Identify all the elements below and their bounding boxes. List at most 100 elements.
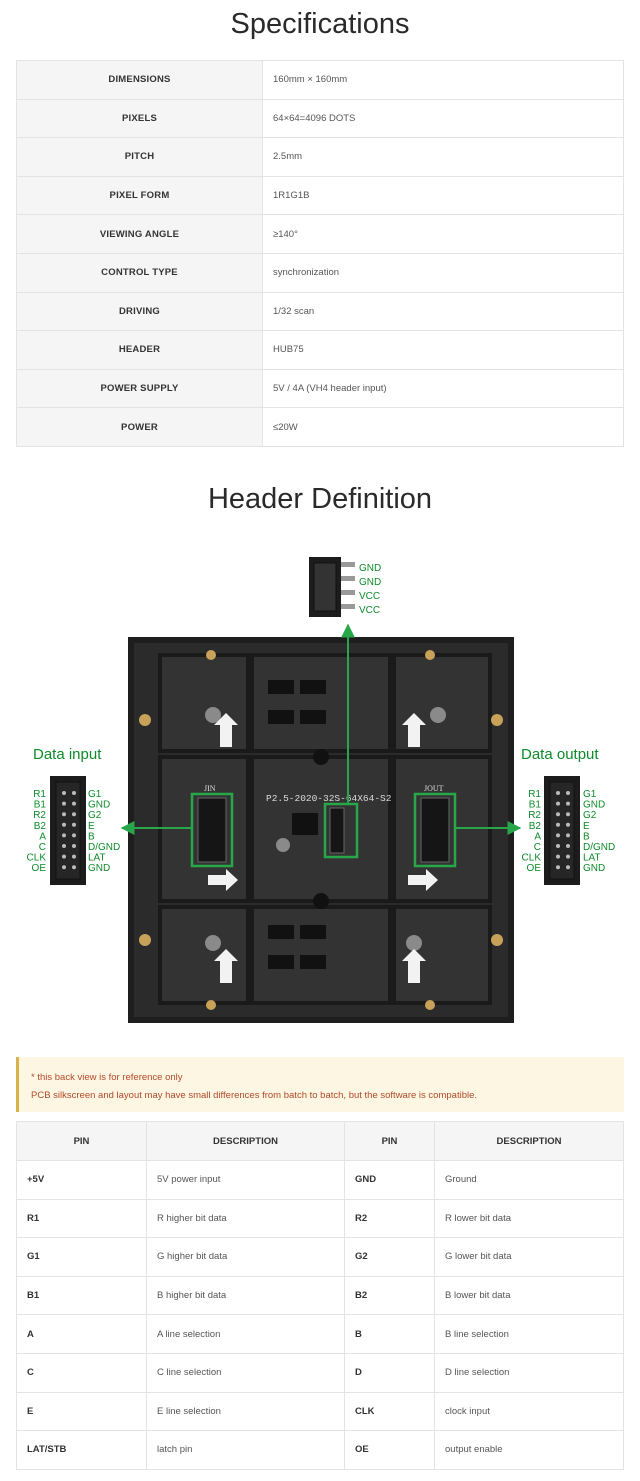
pin-description: R lower bit data xyxy=(434,1198,624,1239)
hub75-pin-label: OE xyxy=(527,863,542,874)
hub75-pin-label: B2 xyxy=(529,821,542,832)
connector-pin xyxy=(566,833,570,838)
power-pin-label: GND xyxy=(359,563,381,574)
pin-description: clock input xyxy=(434,1391,624,1432)
connector-pin xyxy=(556,812,560,817)
connector-pin xyxy=(556,833,560,838)
connector-pin xyxy=(556,854,560,859)
spec-key: POWER xyxy=(16,407,263,447)
description-header: DESCRIPTION xyxy=(434,1121,624,1161)
hub75-pin-label: CLK xyxy=(522,853,542,864)
jin-label: JIN xyxy=(204,784,216,793)
spec-row: POWER≤20W xyxy=(16,407,624,447)
connector-pin xyxy=(556,801,560,806)
pin-description: G lower bit data xyxy=(434,1237,624,1277)
pin-name: +5V xyxy=(16,1160,147,1200)
pin-name: GND xyxy=(344,1160,435,1200)
spec-key: POWER SUPPLY xyxy=(16,368,263,409)
connector-pin xyxy=(556,844,560,848)
power-connector: GND GND VCC VCC xyxy=(309,557,381,617)
connector-pin xyxy=(566,844,570,848)
hub75-pin-label: B1 xyxy=(529,800,542,811)
pin-description: Ground xyxy=(434,1160,624,1200)
led-panel-back-diagram: GND GND VCC VCC xyxy=(27,557,615,1023)
pcb-board: P2.5-2020-32S-64X64-S2 JIN JOUT xyxy=(128,637,514,1023)
spec-key: PITCH xyxy=(16,137,263,177)
hub75-pin-label: OE xyxy=(32,863,47,874)
pin-header: PIN xyxy=(344,1121,435,1161)
hub75-pin-label: G1 xyxy=(88,789,102,800)
hub75-pin-label: G2 xyxy=(88,810,102,821)
connector-pin xyxy=(566,822,570,827)
spec-value: 1R1G1B xyxy=(262,175,624,216)
power-pin-label: VCC xyxy=(359,605,380,616)
spec-value: 64×64=4096 DOTS xyxy=(262,98,624,139)
pin-name: G2 xyxy=(344,1237,435,1277)
hub75-pin-label: R1 xyxy=(33,789,46,800)
pin-name: B2 xyxy=(344,1275,435,1316)
hub75-pin-label: GND xyxy=(88,800,110,811)
spec-value: 160mm × 160mm xyxy=(262,60,624,100)
pin-description: B higher bit data xyxy=(146,1275,345,1316)
power-pin-label: GND xyxy=(359,577,381,588)
spec-key: VIEWING ANGLE xyxy=(16,214,263,254)
connector-pin xyxy=(62,833,66,838)
jout-label: JOUT xyxy=(424,784,444,793)
connector-pin xyxy=(566,865,570,870)
connector-pin xyxy=(566,812,570,817)
hub75-pin-label: B xyxy=(88,831,95,842)
pin-description: E line selection xyxy=(146,1391,345,1432)
reference-note: * this back view is for reference only P… xyxy=(16,1057,624,1112)
pin-name: G1 xyxy=(16,1237,147,1277)
connector-pin xyxy=(62,844,66,848)
pin-name: C xyxy=(16,1352,147,1393)
pin-name: B1 xyxy=(16,1275,147,1316)
pin-name: E xyxy=(16,1391,147,1432)
connector-pin xyxy=(62,865,66,870)
board-model-label: P2.5-2020-32S-64X64-S2 xyxy=(266,793,392,804)
pin-description: D line selection xyxy=(434,1352,624,1393)
connector-pin xyxy=(72,791,76,795)
hub75-pin-label: GND xyxy=(583,800,605,811)
data-output-label: Data output xyxy=(521,746,599,763)
output-connector xyxy=(544,776,580,885)
hub75-pin-label: E xyxy=(583,821,590,832)
pin-description: G higher bit data xyxy=(146,1237,345,1277)
hub75-pin-label: R2 xyxy=(528,810,541,821)
hub75-pin-label: R1 xyxy=(528,789,541,800)
pin-description: C line selection xyxy=(146,1352,345,1393)
pin-name: LAT/STB xyxy=(16,1430,147,1470)
hub75-pin-label: C xyxy=(534,842,541,853)
connector-pin xyxy=(62,812,66,817)
connector-pin xyxy=(566,801,570,806)
pin-name: R2 xyxy=(344,1198,435,1239)
pin-name: R1 xyxy=(16,1198,147,1239)
description-header: DESCRIPTION xyxy=(146,1121,345,1161)
pin-description: A line selection xyxy=(146,1314,345,1354)
connector-pin xyxy=(72,822,76,827)
connector-pin xyxy=(72,812,76,817)
hub75-pin-label: R2 xyxy=(33,810,46,821)
pin-header: PIN xyxy=(16,1121,147,1161)
pin-name: D xyxy=(344,1352,435,1393)
connector-pin xyxy=(556,822,560,827)
hub75-pin-label: B2 xyxy=(34,821,47,832)
connector-pin xyxy=(72,833,76,838)
pin-description: latch pin xyxy=(146,1430,345,1470)
spec-value: synchronization xyxy=(262,252,624,293)
